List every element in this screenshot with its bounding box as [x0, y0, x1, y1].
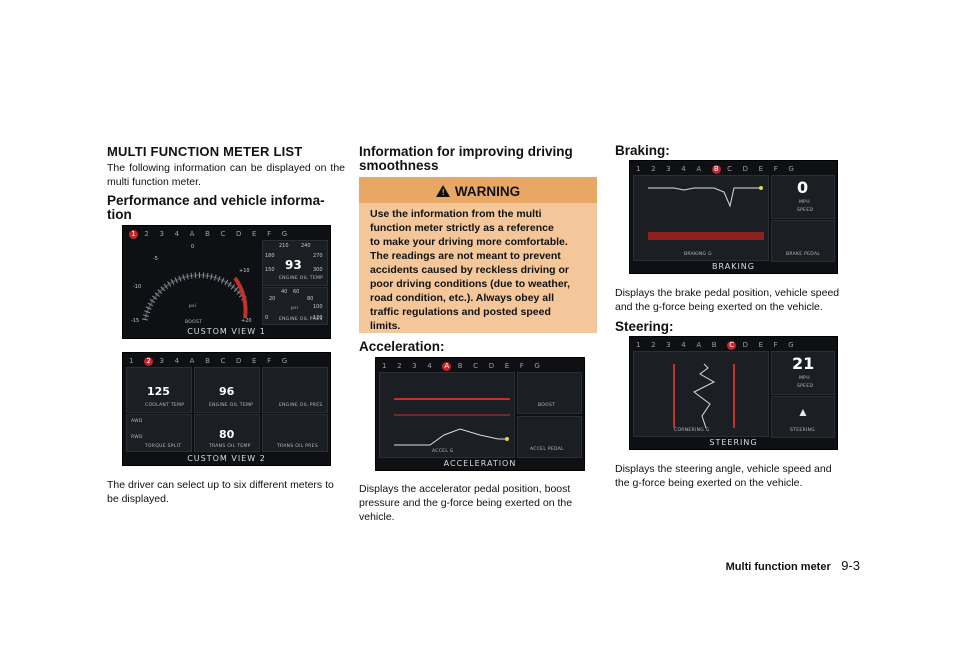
warning-title: !WARNING — [359, 184, 597, 199]
braking-screen: 1 2 3 4 A B C D E F G BRAKING G 0 MPH SP… — [629, 160, 838, 274]
steering-angle-panel: ▲ STEERING — [771, 396, 835, 438]
boost-tick: +20 — [241, 318, 252, 324]
accel-pedal-panel: ACCEL PEDAL — [517, 416, 582, 458]
custom-view-2-screen: 1 2 3 4 A B C D E F G 125 COOLANT TEMP 9… — [122, 352, 331, 466]
trans-oil-pres-panel: TRANS OIL PRES — [262, 414, 328, 452]
acceleration-description: Displays the accelerator pedal position,… — [359, 483, 573, 523]
steering-caption: STEERING — [709, 438, 758, 447]
sub-title: Performance and vehicle informa- tion — [107, 193, 325, 222]
speed-panel: 0 MPH SPEED — [771, 175, 835, 219]
steering-heading: Steering: — [615, 319, 674, 334]
boost-label: BOOST — [185, 320, 203, 325]
boost-tick: 0 — [191, 244, 195, 250]
braking-description: Displays the brake pedal position, vehic… — [615, 287, 840, 313]
brake-pedal-panel: BRAKE PEDAL — [771, 220, 835, 262]
engine-oil-pres-panel: ENGINE OIL PRES — [262, 367, 328, 413]
selector-row: 1 2 3 4 A B C D E F G — [129, 357, 292, 366]
footer-section: Multi function meter — [725, 561, 831, 573]
speed-panel: 21 MPH SPEED — [771, 351, 835, 395]
selector-row: 1 2 3 4 A B C D E F G — [636, 165, 799, 174]
closing-text: The driver can select up to six differen… — [107, 479, 334, 505]
custom-view-2-caption: CUSTOM VIEW 2 — [187, 454, 266, 463]
boost-tick: -15 — [131, 318, 140, 324]
boost-tick: -5 — [153, 256, 158, 262]
boost-panel: BOOST — [517, 372, 582, 414]
speed-value: 0 — [797, 178, 809, 197]
section-title: MULTI FUNCTION METER LIST — [107, 144, 303, 159]
engine-oil-temp-value: 93 — [285, 258, 302, 272]
trans-oil-temp-panel: 80 TRANS OIL TEMP — [194, 414, 260, 452]
warning-triangle-icon: ! — [435, 185, 450, 197]
acceleration-heading: Acceleration: — [359, 339, 445, 354]
boost-gauge — [142, 272, 248, 321]
page-footer: Multi function meter 9-3 — [680, 557, 860, 575]
selector-row: 1 2 3 4 A B C D E F G — [382, 362, 545, 371]
steering-arrow-icon: ▲ — [797, 405, 809, 419]
boost-tick: -10 — [133, 284, 142, 290]
braking-g-plot — [648, 186, 764, 240]
steering-screen: 1 2 3 4 A B C D E F G CORNERING G 21 MPH… — [629, 336, 838, 450]
acceleration-screen: 1 2 3 4 A B C D E F G ACCEL G BOOST ACCE… — [375, 357, 585, 471]
braking-heading: Braking: — [615, 143, 670, 158]
cornering-g-plot — [673, 363, 735, 429]
braking-g-graph: BRAKING G — [633, 175, 769, 261]
selector-row: 1 2 3 4 A B C D E F G — [129, 230, 291, 239]
footer-page-number: 9-3 — [841, 558, 860, 573]
steering-description: Displays the steering angle, vehicle spe… — [615, 463, 832, 489]
warning-header: !WARNING — [359, 177, 597, 203]
boost-tick: +10 — [239, 268, 250, 274]
smoothness-title: Information for improving driving smooth… — [359, 144, 573, 173]
intro-text: The following information can be display… — [107, 162, 345, 188]
braking-caption: BRAKING — [712, 262, 755, 271]
engine-oil-temp-panel: 210 240 180 270 150 300 93 ENGINE OIL TE… — [262, 240, 328, 286]
custom-view-1-caption: CUSTOM VIEW 1 — [187, 327, 266, 336]
accel-g-plot — [394, 398, 510, 446]
cornering-g-graph: CORNERING G — [633, 351, 769, 437]
custom-view-1-screen: 1 2 3 4 A B C D E F G -5 0 +10 -10 -15 +… — [122, 225, 331, 339]
engine-oil-temp-panel: 96 ENGINE OIL TEMP — [194, 367, 260, 413]
acceleration-caption: ACCELERATION — [443, 459, 517, 468]
coolant-temp-panel: 125 COOLANT TEMP — [126, 367, 192, 413]
warning-text: Use the information from the multi funct… — [370, 208, 571, 332]
torque-split-panel: AWD RWD TORQUE SPLIT — [126, 414, 192, 452]
warning-box: !WARNING Use the information from the mu… — [359, 177, 597, 333]
speed-value: 21 — [792, 354, 815, 373]
engine-oil-pres-panel: 40 60 20 80 100 0 120 psi ENGINE OIL PRE… — [262, 287, 328, 325]
boost-unit: psi — [189, 304, 197, 309]
selector-row: 1 2 3 4 A B C D E F G — [636, 341, 798, 350]
accel-g-graph: ACCEL G — [379, 372, 515, 458]
